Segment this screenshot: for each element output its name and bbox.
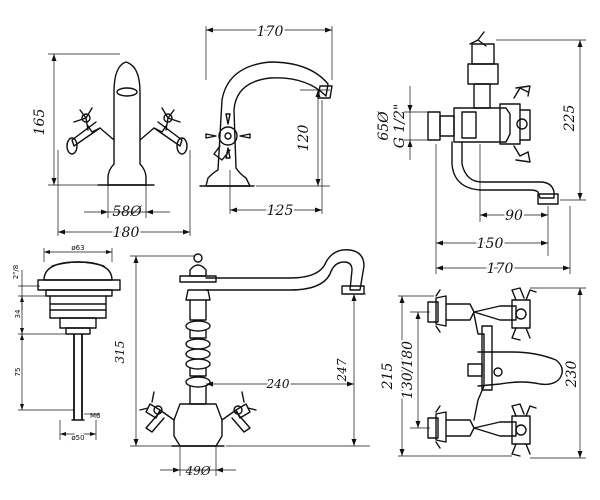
dim-width-170-wall: 170 bbox=[487, 261, 514, 277]
dim-spout-height-247: 247 bbox=[335, 358, 349, 382]
dim-thread-2-8: 2"/8 bbox=[12, 265, 20, 280]
dim-75: 75 bbox=[14, 368, 22, 377]
dim-diameter-50: ø50 bbox=[71, 434, 84, 442]
dim-diameter-63: ø63 bbox=[71, 244, 84, 252]
view-tall-mono-mixer: 315 247 240 49Ø bbox=[113, 249, 370, 478]
dim-height-230: 230 bbox=[564, 361, 580, 389]
dim-diameter-58: 58Ø bbox=[112, 204, 142, 220]
dim-reach-240: 240 bbox=[266, 377, 290, 391]
dim-thread-m6: M6 bbox=[90, 412, 101, 420]
dim-reach-125: 125 bbox=[267, 203, 294, 219]
view-wall-mixer-side: 65Ø G 1/2" 225 90 150 170 bbox=[376, 31, 586, 279]
dim-height-215: 215 bbox=[380, 363, 396, 391]
dim-34: 34 bbox=[14, 309, 22, 318]
dim-diameter-49: 49Ø bbox=[184, 464, 211, 478]
dim-pipe-65: 65Ø bbox=[376, 111, 392, 141]
view-basin-mixer-side: 170 120 125 bbox=[199, 22, 333, 221]
dim-height-315: 315 bbox=[113, 341, 127, 364]
dim-width-150: 150 bbox=[477, 236, 504, 252]
dim-width-170: 170 bbox=[257, 24, 284, 40]
dim-spout-90: 90 bbox=[505, 208, 523, 224]
dim-centres-130-180: 130/180 bbox=[400, 341, 416, 399]
dim-height-120: 120 bbox=[296, 125, 312, 152]
dim-height-225: 225 bbox=[562, 105, 578, 133]
dim-width-180: 180 bbox=[113, 225, 140, 241]
dim-height-165: 165 bbox=[32, 109, 48, 136]
view-popup-waste: ø63 2"/8 34 75 M6 ø50 bbox=[12, 244, 121, 444]
dim-thread-g12: G 1/2" bbox=[392, 104, 408, 149]
view-wall-mixer-front: 215 130/180 230 bbox=[380, 287, 586, 459]
view-basin-mixer-front: 165 58Ø 180 bbox=[32, 53, 191, 243]
